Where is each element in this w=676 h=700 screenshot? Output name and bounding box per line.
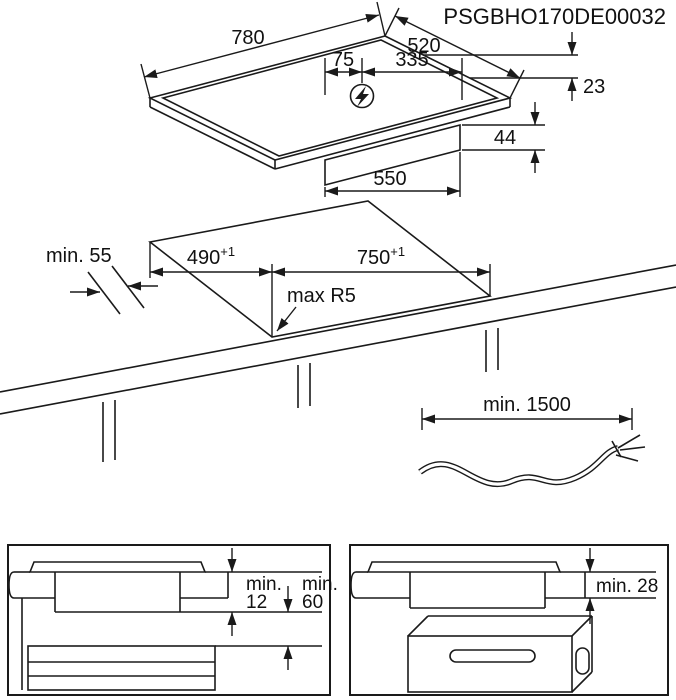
dimension-min-60-value: 60 [302,592,323,613]
dimension-min-1500-label: min. 1500 [483,394,571,416]
dimension-min-12: min. 12 [227,548,282,636]
reference-lines-oven [585,571,656,599]
oven-detail-frame [349,544,669,696]
dimension-max-r5-label: max R5 [287,285,356,307]
dimension-550-label: 550 [373,168,406,190]
cabinet-side-lines [102,328,499,462]
drawer-clearance-drawing: min. 12 min. 60 [7,544,338,696]
dimension-min-55: min. 55 [46,245,158,315]
hob-profile [28,561,207,573]
drawer-profile [27,645,216,691]
dimension-min-60: min. 60 [283,574,338,670]
worktop-cutout-drawing: 490+1 750+1 max R5 min. 55 [0,200,676,462]
oven-side-detail [575,647,590,675]
dimension-520: 520 [384,7,525,99]
dimension-75-label: 75 [332,49,354,71]
dimension-min-28: min. 28 [585,548,658,624]
cutout-outline [148,200,492,338]
dimension-min-1500: min. 1500 [421,394,633,430]
part-code: PSGBHO170DE00032 [443,4,666,29]
reference-lines [180,571,322,647]
dimension-780-label: 780 [231,27,264,49]
dimension-490-label: 490+1 [187,244,235,269]
hob-casing [324,123,461,187]
oven-profile [407,615,593,693]
hob-slab-thickness [149,98,511,170]
dimension-780: 780 [140,1,386,99]
hob-casing-profile [21,572,181,690]
dimension-min-55-label: min. 55 [46,245,112,267]
dimension-min-28-label: min. 28 [596,576,658,597]
dimension-min-12-prefix: min. [246,574,282,595]
dimension-75-335: 75 335 [324,49,463,100]
power-cable-icon [418,434,646,488]
dimension-23-label: 23 [583,76,605,98]
power-cable-drawing: min. 1500 [418,394,646,488]
dimension-min-12-value: 12 [246,592,267,613]
worktop-profile [8,571,229,599]
power-connection-symbol [349,83,375,109]
dimension-min-60-prefix: min. [302,574,338,595]
dimension-490-750: 490+1 750+1 [149,242,491,337]
hob-perspective-drawing: 780 520 75 335 [140,1,605,197]
worktop-profile-oven [350,571,586,599]
hob-profile-oven [366,561,562,573]
dimension-23: 23 [423,32,605,101]
drawer-detail-frame [7,544,331,696]
dimension-550: 550 [324,152,461,197]
power-bolt-icon [355,86,369,107]
dimension-44-label: 44 [494,127,516,149]
cable-wire-ends [611,434,646,462]
dimension-44: 44 [462,102,545,173]
oven-handle [449,649,536,663]
oven-clearance-drawing: min. 28 [349,544,669,696]
hob-casing-profile-oven [409,572,546,609]
dimension-max-r5: max R5 [276,285,356,332]
dimension-750-label: 750+1 [357,244,405,269]
dimension-520-label: 520 [407,35,440,57]
dimension-335-label: 335 [395,49,428,71]
worktop-edge-lines [0,264,676,415]
